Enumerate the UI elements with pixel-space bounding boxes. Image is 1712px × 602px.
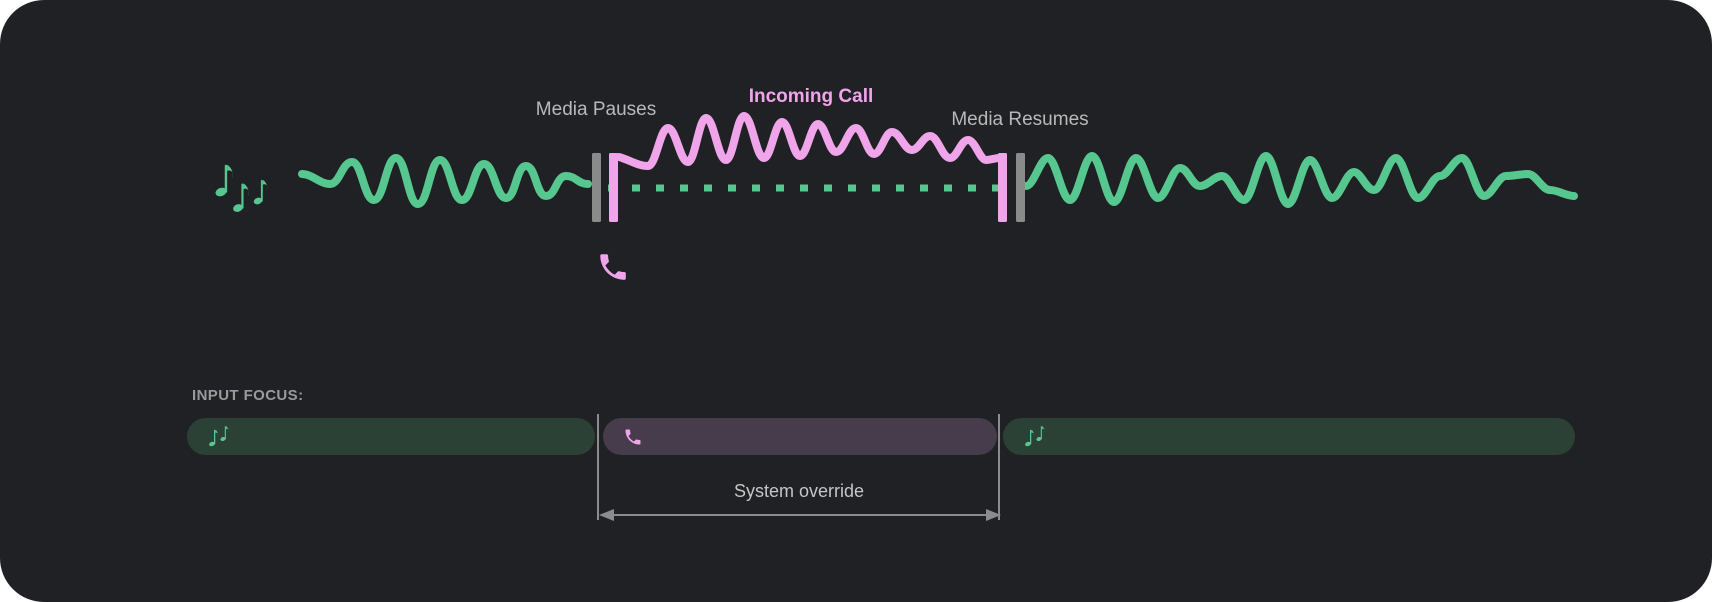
resume-marker-gray (1016, 153, 1025, 222)
music-notes-icon (208, 425, 229, 447)
arrowhead-right (986, 509, 1001, 521)
phone-icon (625, 429, 641, 444)
resume-marker-pink (998, 153, 1007, 222)
incoming-call-label: Incoming Call (748, 86, 874, 107)
input-focus-heading: INPUT FOCUS: (192, 387, 304, 404)
override-guide-line-left (597, 414, 599, 520)
media-pauses-label: Media Pauses (535, 99, 657, 120)
arrowhead-left (599, 509, 614, 521)
pause-marker-gray (592, 153, 601, 222)
media-waveform-left (298, 153, 592, 209)
system-override-arrow (599, 509, 1001, 521)
music-notes-icon (214, 164, 268, 214)
music-notes-icon (1024, 425, 1045, 447)
media-waveform-right (1022, 151, 1578, 209)
override-guide-line-right (998, 414, 1000, 520)
timeline-graphic (214, 111, 1578, 280)
media-resumes-label: Media Resumes (951, 109, 1089, 130)
focus-segment-media-2 (1003, 418, 1575, 455)
call-waveform (615, 111, 1003, 171)
pause-marker-pink (609, 153, 618, 222)
phone-icon (600, 254, 626, 280)
focus-segment-call (603, 418, 997, 455)
focus-segment-media-1 (187, 418, 595, 455)
system-override-label: System override (733, 481, 865, 501)
